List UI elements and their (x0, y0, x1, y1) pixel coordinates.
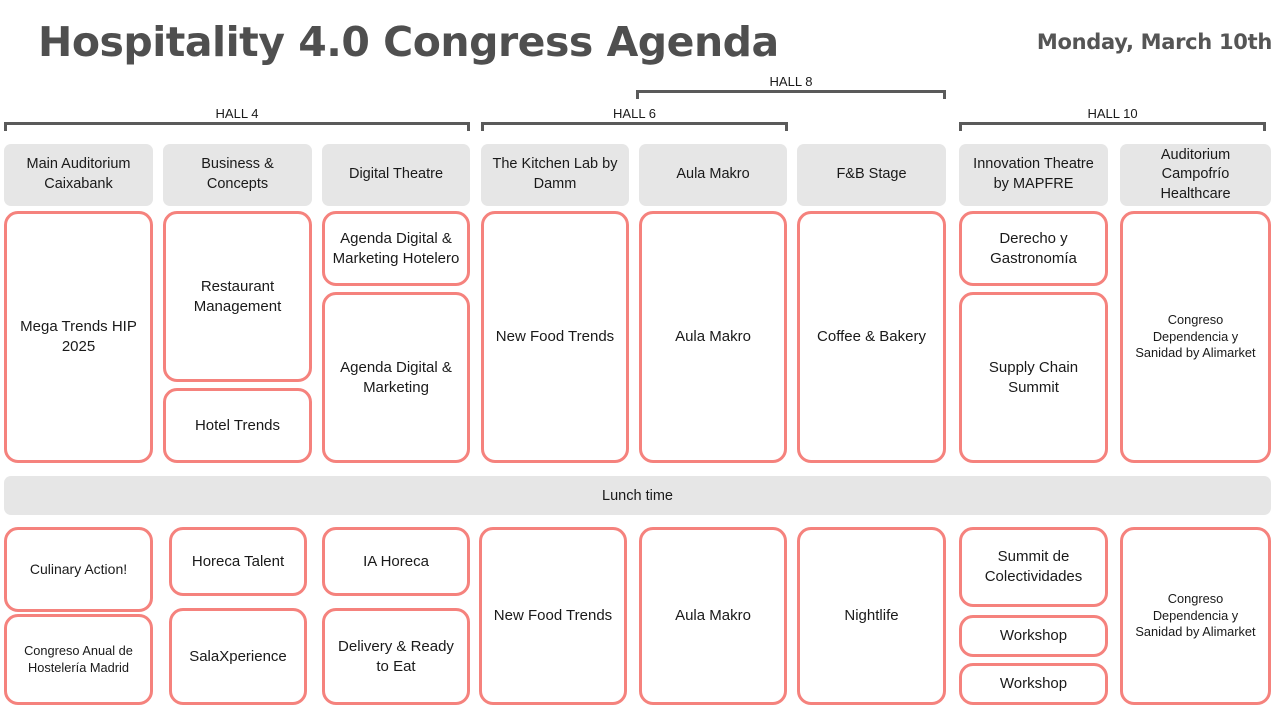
session-card-afternoon-6[interactable]: Delivery & Ready to Eat (322, 608, 470, 705)
lunch-time-bar: Lunch time (4, 476, 1271, 515)
session-card-morning-10[interactable]: Supply Chain Summit (959, 292, 1108, 463)
room-header-3[interactable]: Digital Theatre (322, 144, 470, 206)
session-card-morning-4[interactable]: Agenda Digital & Marketing Hotelero (322, 211, 470, 286)
room-header-2[interactable]: Business & Concepts (163, 144, 312, 206)
hall-bracket-hall-10: HALL 10 (959, 103, 1266, 131)
hall-bracket-hall-4: HALL 4 (4, 103, 470, 131)
session-card-morning-8[interactable]: Coffee & Bakery (797, 211, 946, 463)
room-header-4[interactable]: The Kitchen Lab by Damm (481, 144, 629, 206)
page-title: Hospitality 4.0 Congress Agenda (38, 18, 779, 66)
room-header-7[interactable]: Innovation Theatre by MAPFRE (959, 144, 1108, 206)
bracket-line (4, 122, 470, 131)
session-card-afternoon-10[interactable]: Summit de Colectividades (959, 527, 1108, 607)
session-card-afternoon-1[interactable]: Culinary Action! (4, 527, 153, 612)
bracket-line (636, 90, 946, 99)
session-card-afternoon-5[interactable]: IA Horeca (322, 527, 470, 596)
hall-bracket-hall-8: HALL 8 (636, 71, 946, 99)
session-card-afternoon-2[interactable]: Congreso Anual de Hostelería Madrid (4, 614, 153, 705)
session-card-morning-3[interactable]: Hotel Trends (163, 388, 312, 463)
room-header-1[interactable]: Main Auditorium Caixabank (4, 144, 153, 206)
session-card-morning-5[interactable]: Agenda Digital & Marketing (322, 292, 470, 463)
session-card-afternoon-4[interactable]: SalaXperience (169, 608, 307, 705)
room-header-6[interactable]: F&B Stage (797, 144, 946, 206)
bracket-line (481, 122, 788, 131)
session-card-afternoon-11[interactable]: Workshop (959, 615, 1108, 657)
hall-label: HALL 10 (1087, 106, 1138, 121)
session-card-afternoon-7[interactable]: New Food Trends (479, 527, 627, 705)
session-card-morning-6[interactable]: New Food Trends (481, 211, 629, 463)
room-header-8[interactable]: Auditorium Campofrío Healthcare (1120, 144, 1271, 206)
session-card-afternoon-9[interactable]: Nightlife (797, 527, 946, 705)
session-card-morning-2[interactable]: Restaurant Management (163, 211, 312, 382)
hall-label: HALL 4 (215, 106, 259, 121)
session-card-morning-1[interactable]: Mega Trends HIP 2025 (4, 211, 153, 463)
session-card-afternoon-3[interactable]: Horeca Talent (169, 527, 307, 596)
room-header-5[interactable]: Aula Makro (639, 144, 787, 206)
session-card-morning-9[interactable]: Derecho y Gastronomía (959, 211, 1108, 286)
bracket-line (959, 122, 1266, 131)
agenda-date: Monday, March 10th (1036, 30, 1272, 54)
session-card-morning-7[interactable]: Aula Makro (639, 211, 787, 463)
session-card-afternoon-8[interactable]: Aula Makro (639, 527, 787, 705)
session-card-morning-11[interactable]: Congreso Dependencia y Sanidad by Alimar… (1120, 211, 1271, 463)
session-card-afternoon-13[interactable]: Congreso Dependencia y Sanidad by Alimar… (1120, 527, 1271, 705)
hall-bracket-hall-6: HALL 6 (481, 103, 788, 131)
hall-label: HALL 6 (613, 106, 656, 121)
session-card-afternoon-12[interactable]: Workshop (959, 663, 1108, 705)
hall-label: HALL 8 (769, 74, 813, 89)
